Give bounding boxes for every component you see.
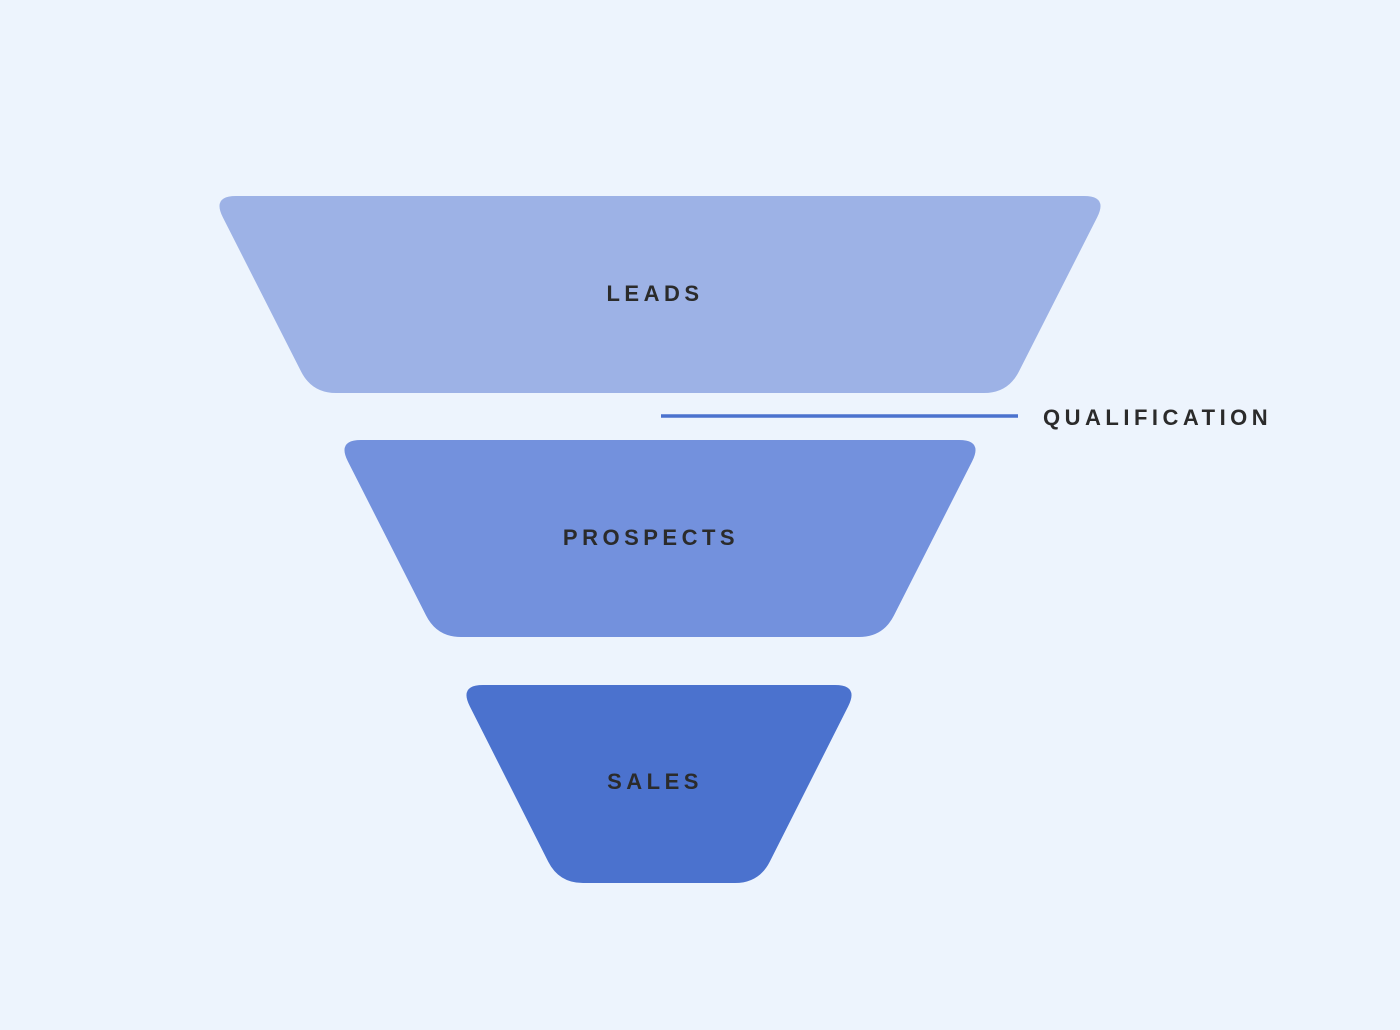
funnel-stage-leads[interactable]	[219, 196, 1101, 393]
funnel-stage-prospects[interactable]	[344, 440, 976, 637]
stage-label-prospects: PROSPECTS	[562, 525, 740, 550]
funnel-stage-sales[interactable]	[466, 685, 852, 883]
annotation-label-qualification: QUALIFICATION	[1043, 405, 1273, 430]
stage-label-sales: SALES	[607, 769, 703, 794]
stage-label-leads: LEADS	[606, 281, 704, 306]
